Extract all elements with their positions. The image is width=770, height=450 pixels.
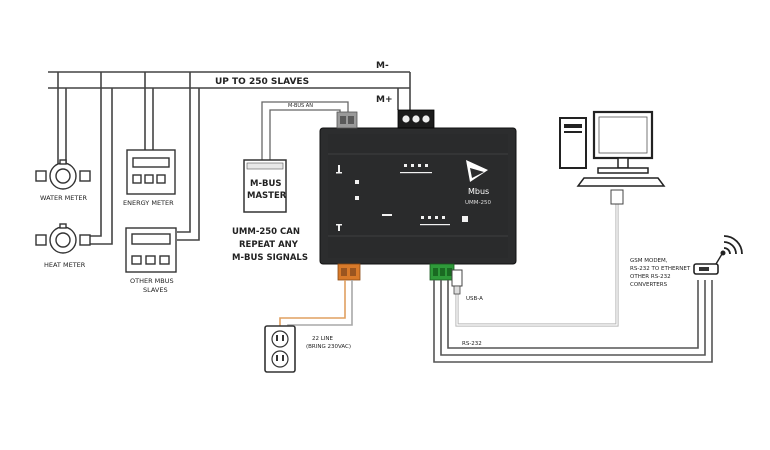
master-cable-label: M-BUS AN (288, 103, 313, 109)
energy-meter-icon (126, 149, 176, 195)
power-outlet-icon (264, 325, 296, 373)
slaves-label: UP TO 250 SLAVES (215, 77, 309, 87)
modem-label-3: OTHER RS-232 (630, 274, 671, 280)
usb-label: USB-A (466, 296, 483, 302)
bus-minus-label: M- (376, 61, 389, 71)
device-model: UMM-250 (465, 200, 491, 206)
rs232-cable (433, 280, 713, 363)
computer-icon (559, 110, 666, 187)
water-meter-icon (35, 159, 91, 190)
wifi-signal-icon (720, 235, 743, 256)
heat-meter-icon (35, 223, 91, 254)
master-note-3: M-BUS SIGNALS (232, 253, 308, 263)
master-note-1: UMM-250 CAN (232, 227, 300, 237)
master-label-2: MASTER (247, 191, 287, 201)
usb-cable (455, 200, 619, 327)
other-slaves-label-2: SLAVES (143, 286, 168, 294)
other-slaves-label-1: OTHER MBUS (130, 277, 174, 285)
umm-250-device: Mbus UMM-250 (319, 109, 517, 281)
heat-meter-label: HEAT METER (44, 261, 86, 269)
power-label-1: 22 LINE (312, 336, 334, 342)
modem-label-2: RS-232 TO ETHERNET (630, 266, 691, 272)
mbus-lines (48, 71, 411, 245)
other-slaves-icon (125, 227, 177, 273)
rs232-label: RS-232 (462, 341, 482, 347)
device-brand: Mbus (468, 187, 489, 196)
master-note-2: REPEAT ANY (239, 240, 299, 250)
master-label-1: M-BUS (250, 179, 282, 189)
usb-plug-icon (451, 189, 624, 295)
energy-meter-label: ENERGY METER (123, 199, 174, 207)
bus-plus-label: M+ (376, 95, 393, 105)
power-label-2: (BRING 230VAC) (306, 344, 351, 350)
mbus-master-icon (243, 159, 287, 213)
water-meter-label: WATER METER (40, 194, 87, 202)
modem-label-1: GSM MODEM, (630, 258, 668, 264)
modem-icon (693, 253, 723, 275)
modem-label-4: CONVERTERS (630, 282, 668, 288)
